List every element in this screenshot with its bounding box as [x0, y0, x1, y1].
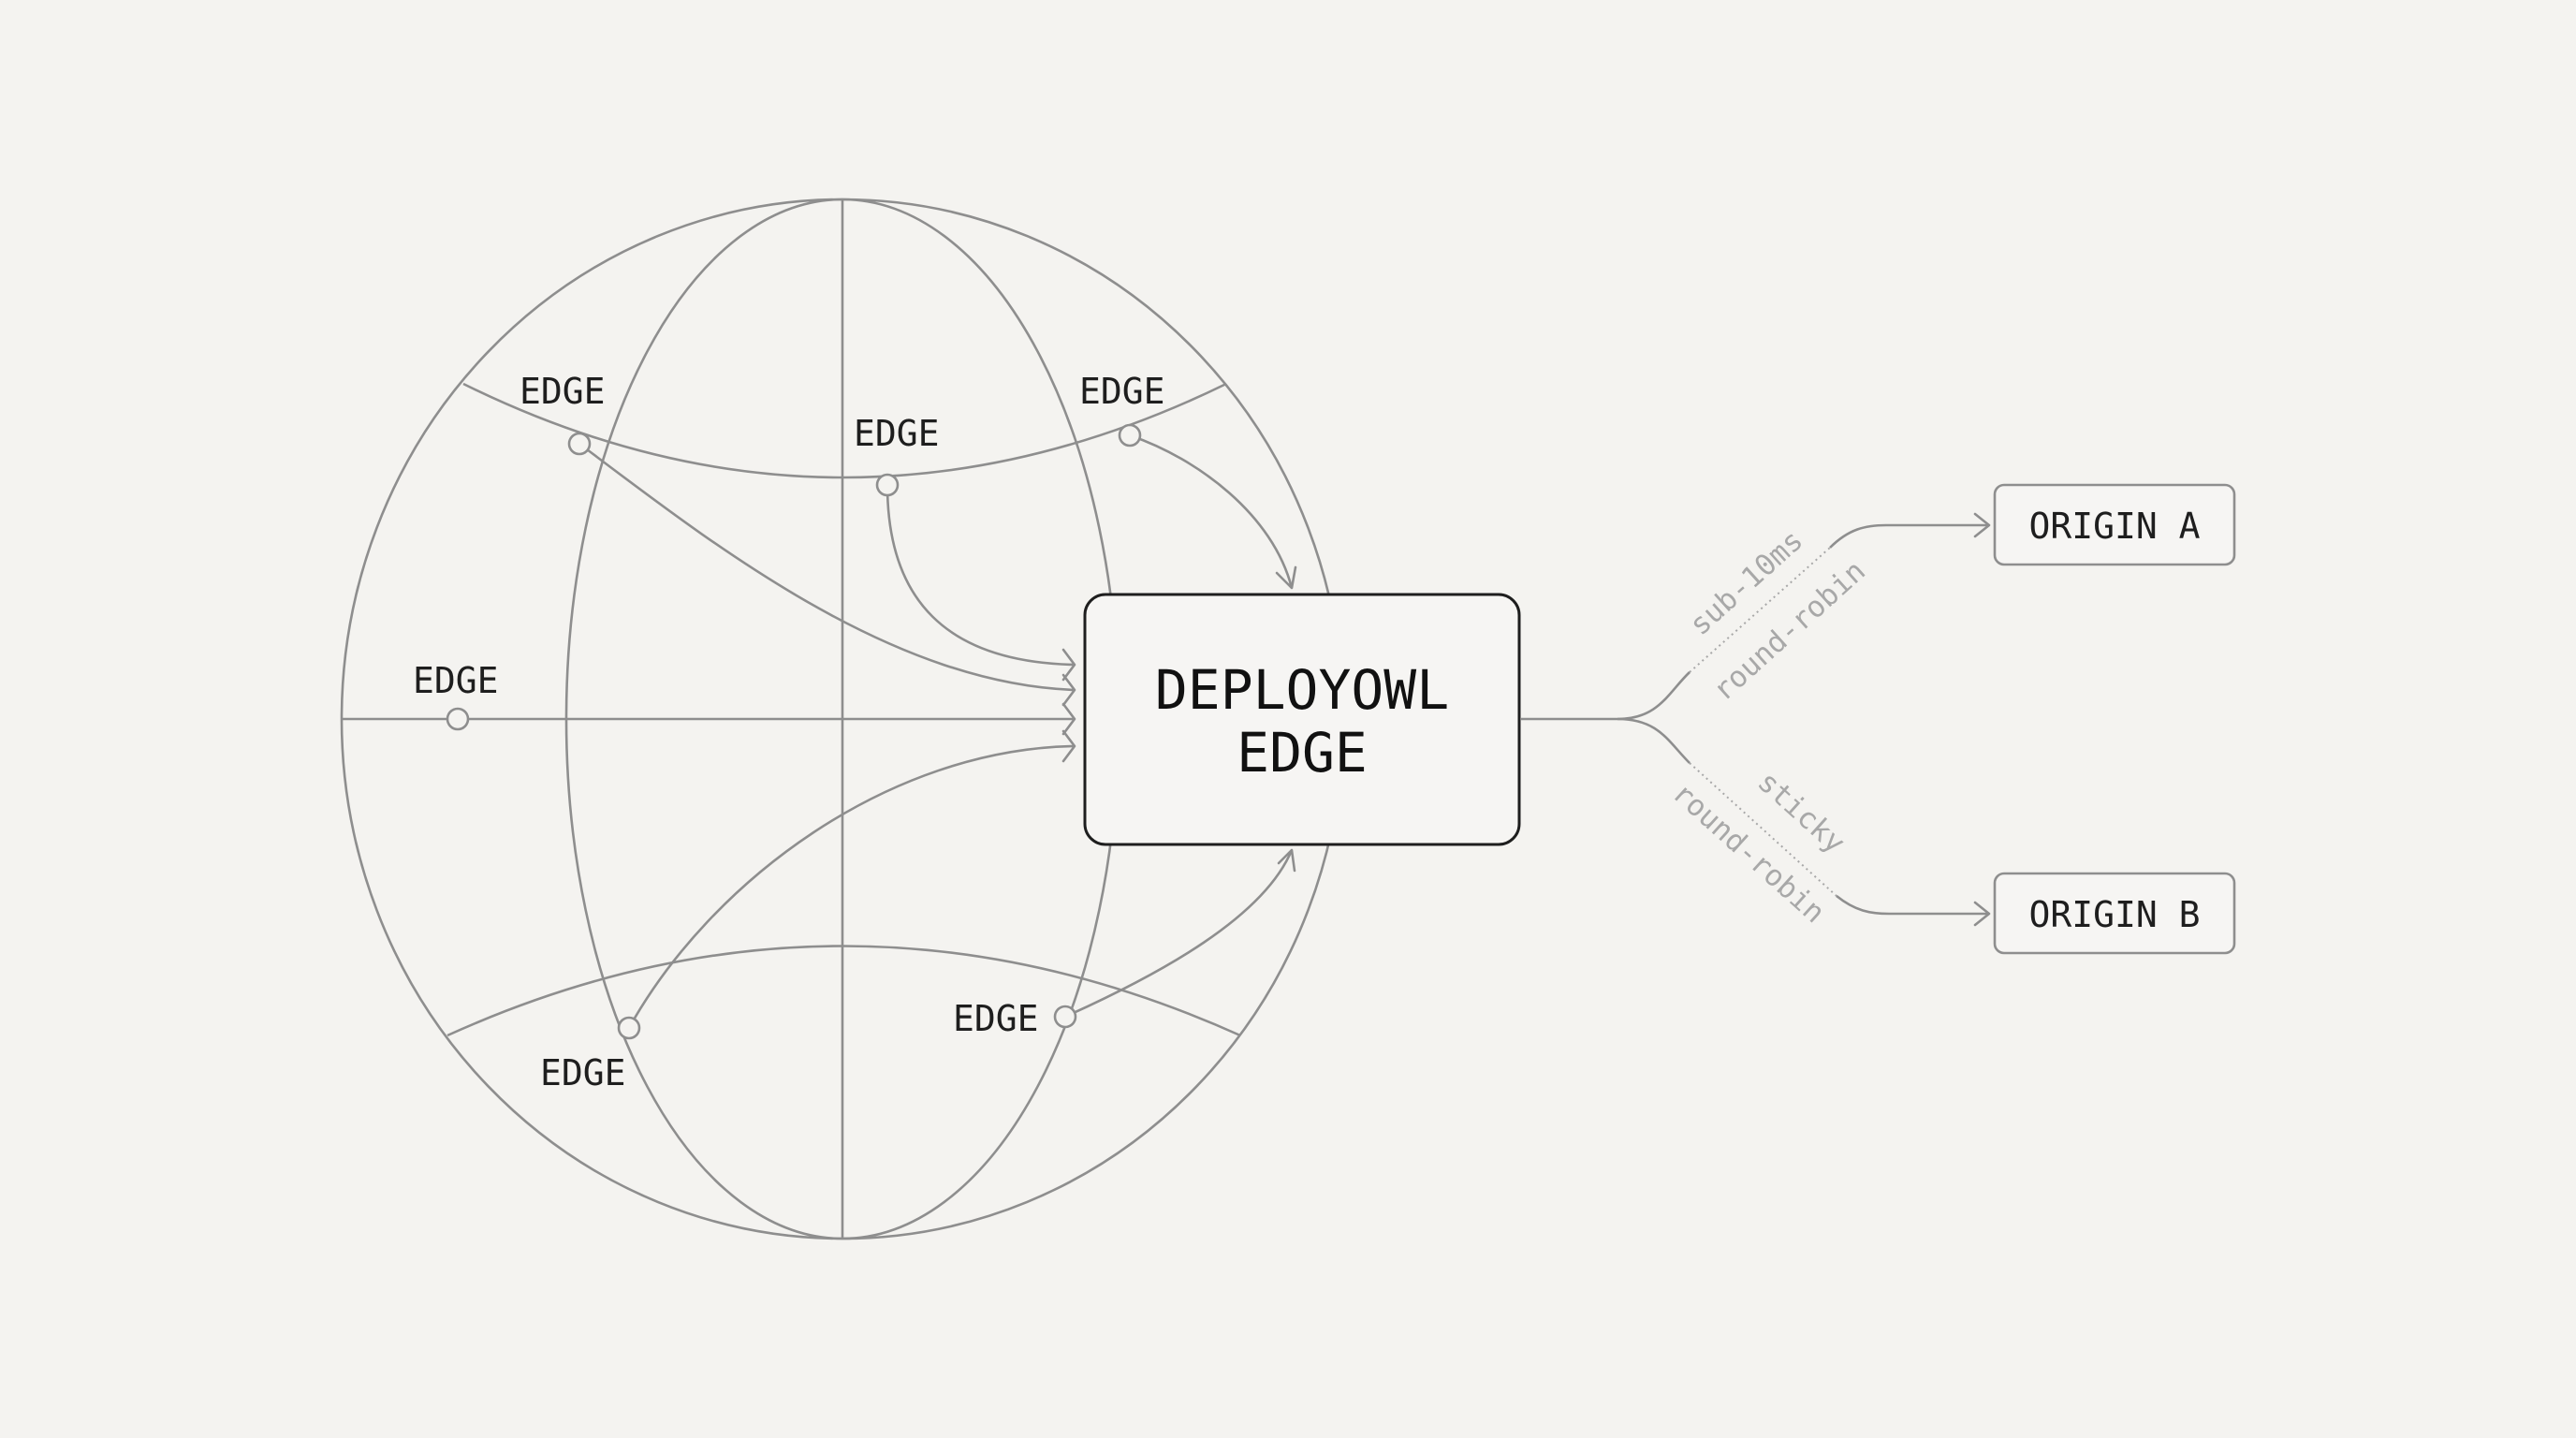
edge-label-5: EDGE: [540, 1052, 626, 1093]
origin-a-box: [1993, 483, 2236, 566]
flow-edge-6: [1064, 849, 1294, 1019]
hub-box: [1083, 593, 1521, 846]
edge-label-2: EDGE: [854, 413, 940, 454]
route-upper-lead: [1521, 671, 1690, 721]
arrowhead-edge-6: [1277, 848, 1296, 873]
origin-b-label: ORIGIN B: [2028, 894, 2200, 935]
edge-node-3: [1118, 423, 1142, 448]
arrowhead-edge-2: [1061, 648, 1076, 682]
edge-nodes: EDGE EDGE EDGE EDGE EDGE EDGE: [413, 371, 1165, 1093]
origin-a-label: ORIGIN A: [2028, 506, 2200, 547]
origins: ORIGIN A ORIGIN B: [1993, 483, 2236, 955]
flow-edge-5: [627, 744, 1076, 1029]
edge-label-6: EDGE: [953, 998, 1039, 1039]
edge-label-4: EDGE: [413, 660, 499, 701]
edge-label-3: EDGE: [1079, 371, 1165, 412]
arrowhead-edge-5: [1061, 729, 1076, 763]
arrowhead-edge-3: [1275, 565, 1297, 590]
hub-title-line1: DEPLOYOWL: [1155, 658, 1449, 722]
hub-title-line2: EDGE: [1237, 721, 1368, 785]
arrowhead-origin-a: [1973, 512, 1991, 538]
flow-edge-2: [886, 484, 1076, 667]
globe: [340, 198, 1345, 1240]
edge-node-4: [446, 707, 470, 731]
origin-b-box: [1993, 872, 2236, 955]
route-lower-tail: [1836, 894, 1989, 916]
globe-lower-parallel: [446, 945, 1241, 1037]
hub: DEPLOYOWL EDGE: [1083, 593, 1521, 846]
route-lower-lead: [1617, 717, 1690, 764]
edge-node-5: [617, 1016, 641, 1040]
origin-routes: sub-10ms round-robin sticky round-robin: [1521, 512, 1991, 930]
flow-edge-3: [1129, 433, 1294, 589]
arrowhead-origin-b: [1973, 901, 1991, 927]
edge-node-6: [1053, 1005, 1077, 1029]
arrowhead-equator: [1061, 702, 1076, 736]
edge-node-1: [567, 432, 592, 456]
arrowhead-edge-1: [1061, 673, 1076, 707]
edge-flows: [578, 433, 1297, 1029]
route-upper-tail: [1829, 523, 1989, 549]
flow-edge-1: [578, 442, 1076, 692]
globe-upper-parallel: [462, 382, 1227, 479]
edge-label-1: EDGE: [520, 371, 606, 412]
edge-node-2: [875, 473, 900, 497]
